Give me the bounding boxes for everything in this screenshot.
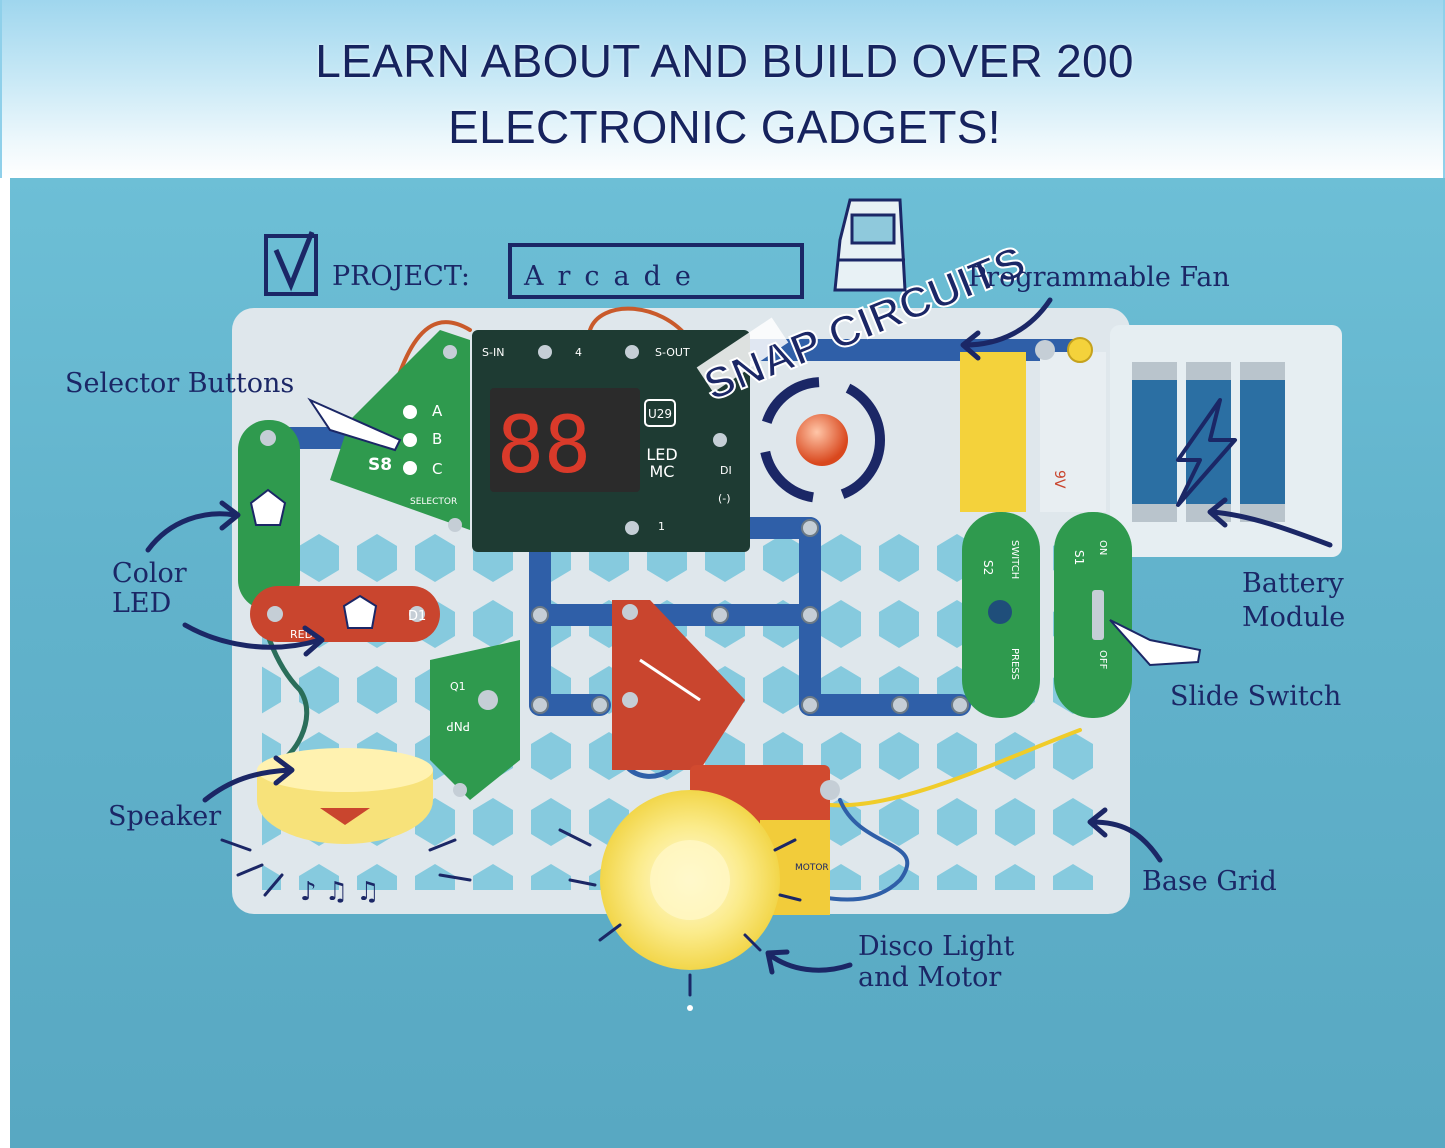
selector-b: B <box>432 430 442 448</box>
callout-programmable-fan: Programmable Fan <box>968 262 1230 293</box>
project-name: Arcade <box>523 261 705 292</box>
headline-line-1: LEARN ABOUT AND BUILD OVER 200 <box>315 35 1134 87</box>
checkmark-icon <box>273 231 315 292</box>
callout-base-grid: Base Grid <box>1142 866 1277 897</box>
slide-switch: S1 ON OFF <box>1054 512 1132 718</box>
project-title: PROJECT: Arcade <box>264 231 804 299</box>
callout-speaker: Speaker <box>108 801 221 832</box>
s-out-label: S-OUT <box>655 346 690 359</box>
pin-4-label: 4 <box>575 346 582 359</box>
pnp-transistor: PNP Q1 <box>430 640 520 800</box>
selector-c: C <box>432 460 442 478</box>
switch-s2: S2 <box>981 560 995 575</box>
switch-s1: S1 <box>1072 550 1086 565</box>
on-label: ON <box>1097 540 1108 555</box>
press-label: PRESS <box>1009 648 1020 680</box>
callout-battery-line1: Battery <box>1242 568 1345 599</box>
pin-1-label: 1 <box>658 520 665 533</box>
speaker: ♪ ♫ ♫ <box>220 748 472 907</box>
selector-label: SELECTOR <box>410 497 457 507</box>
arcade-icon <box>833 198 907 292</box>
display-id: U29 <box>648 407 672 421</box>
header-banner: LEARN ABOUT AND BUILD OVER 200 ELECTRONI… <box>0 0 1445 178</box>
selector-buttons-module: A B C S8 SELECTOR <box>330 330 470 532</box>
pnp-label: PNP <box>447 719 470 733</box>
led-id: D1 <box>408 609 426 624</box>
callout-disco-light-line1: Disco Light <box>858 931 1014 962</box>
color-led-module <box>238 420 300 610</box>
off-label: OFF <box>1097 650 1108 670</box>
minus-label: (-) <box>718 492 731 505</box>
callout-selector-buttons: Selector Buttons <box>65 368 294 399</box>
callout-disco-light-line2: and Motor <box>858 962 1001 993</box>
svg-text:♪ ♫ ♫: ♪ ♫ ♫ <box>300 877 380 907</box>
motor-label: MOTOR <box>795 863 829 873</box>
fan-module: 9V <box>960 337 1106 512</box>
led-display-module: 88 U29 LED MC S-IN 4 S-OUT DI (-) 1 <box>472 330 750 552</box>
npn-transistor <box>612 600 745 770</box>
disco-light <box>558 790 802 1011</box>
headline-line-2: ELECTRONIC GADGETS! <box>448 101 1001 153</box>
battery-pack <box>1132 362 1285 522</box>
di-label: DI <box>720 464 732 477</box>
switch-label: SWITCH <box>1009 540 1020 579</box>
q-label: Q1 <box>450 680 466 693</box>
callouts: Selector Buttons Color LED Speaker Progr… <box>65 262 1345 993</box>
callout-battery-line2: Module <box>1242 602 1345 633</box>
display-label-mc: MC <box>650 462 675 481</box>
checkbox-icon <box>264 234 318 296</box>
callout-color-led-line1: Color <box>112 558 187 589</box>
display-digits: 88 <box>497 401 591 491</box>
callout-color-led-line2: LED <box>112 588 171 619</box>
selector-id: S8 <box>368 455 392 475</box>
callout-arrows <box>145 297 1333 975</box>
red-led-module: RED D1 <box>250 586 440 642</box>
pointing-hand-icons <box>307 397 1202 667</box>
press-switch: S2 SWITCH PRESS <box>962 512 1040 718</box>
display-label-led: LED <box>646 445 677 464</box>
callout-slide-switch: Slide Switch <box>1170 681 1341 712</box>
battery-voltage: 9V <box>1051 470 1067 489</box>
project-label: PROJECT: <box>332 261 470 292</box>
selector-a: A <box>432 402 443 420</box>
blue-connectors <box>279 339 1091 716</box>
s-in-label: S-IN <box>482 346 504 359</box>
